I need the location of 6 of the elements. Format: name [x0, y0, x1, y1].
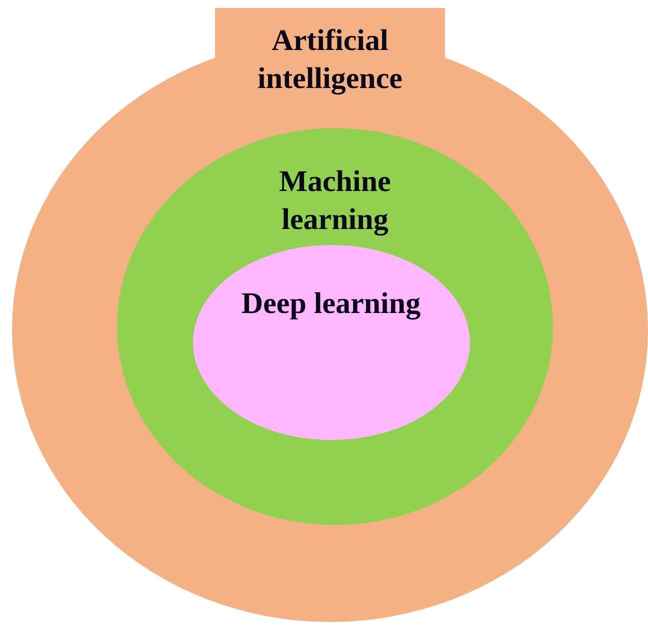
middle-ellipse — [117, 128, 553, 525]
node-label: Machine learning — [278, 164, 392, 238]
outer-circle — [12, 8, 648, 622]
inner-ellipse — [193, 245, 470, 440]
node-label: Artificial intelligence — [256, 23, 404, 97]
node-label: Deep learning — [241, 286, 421, 322]
